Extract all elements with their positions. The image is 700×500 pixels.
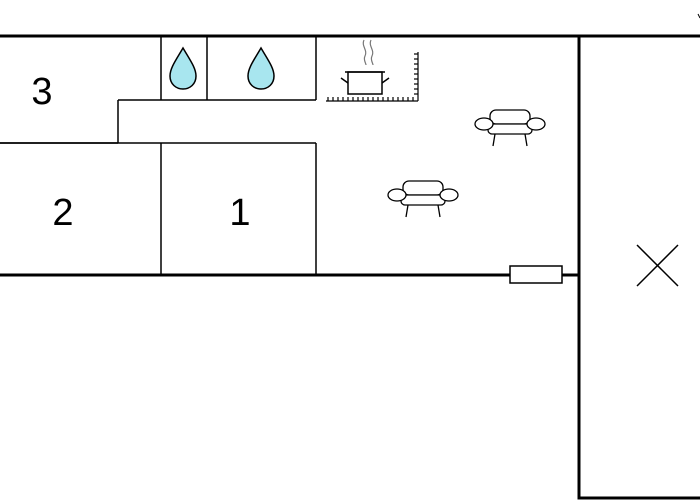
- room-3-label: 3: [31, 71, 52, 113]
- outer-walls: [0, 34, 700, 500]
- window-icon: [509, 265, 563, 284]
- water-drop-icon: [247, 46, 275, 90]
- armchair-icon: [387, 180, 459, 218]
- counter-hatching: [326, 52, 419, 102]
- cooking-pot-icon: [340, 39, 390, 95]
- room-2-label: 2: [52, 192, 73, 234]
- cross-mark-icon: [636, 244, 679, 287]
- room-1-label: 1: [229, 192, 250, 234]
- interior-walls: [0, 36, 317, 275]
- armchair-icon: [474, 109, 546, 147]
- water-drop-icon: [169, 46, 197, 90]
